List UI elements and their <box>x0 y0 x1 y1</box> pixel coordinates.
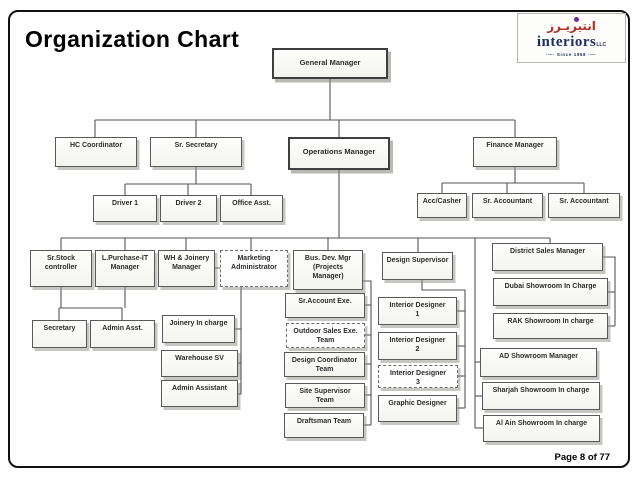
org-node-sr-account-exe: Sr.Account Exe. <box>285 293 365 318</box>
org-node-interior-designer-2: Interior Designer 2 <box>378 332 457 360</box>
org-node-interior-designer-1: Interior Designer 1 <box>378 297 457 325</box>
org-node-secretary: Secretary <box>32 320 87 348</box>
org-node-driver-1: Driver 1 <box>93 195 157 222</box>
org-node-admin-asst: Admin Asst. <box>90 320 155 348</box>
logo-dot-icon <box>573 17 579 22</box>
org-node-interior-designer-3: Interior Designer 3 <box>378 365 458 388</box>
logo-wordmark: interiors <box>536 33 597 50</box>
org-node-district-sales-manager: District Sales Manager <box>492 243 603 271</box>
logo-suffix: LLC <box>596 41 607 48</box>
org-node-design-coordinator-team: Design Coordinator Team <box>284 352 365 377</box>
org-node-dubai-showroom-in-charge: Dubai Showroom In Charge <box>493 278 608 306</box>
logo-wordmark-row: interiorsLLC <box>518 34 625 50</box>
logo-tagline: ·—· Since 1968 ·—· <box>545 51 598 57</box>
company-logo: انتيريـرز interiorsLLC ·—· Since 1968 ·—… <box>517 13 626 63</box>
org-node-wh-joinery-manager: WH & Joinery Manager <box>158 250 215 287</box>
org-node-sr-accountant-2: Sr. Accountant <box>548 193 620 218</box>
logo-arabic-wordmark: انتيريـرز <box>547 19 596 33</box>
org-node-sr-stock-controller: Sr.Stock controller <box>30 250 92 287</box>
org-node-ad-showroom-manager: AD Showroom Manager <box>480 348 597 377</box>
org-node-acc-casher: Acc/Casher <box>417 193 467 218</box>
org-node-admin-assistant: Admin Assistant <box>161 380 238 407</box>
org-node-warehouse-sv: Warehouse SV <box>161 350 238 377</box>
org-node-hc-coordinator: HC Coordinator <box>55 137 137 167</box>
page-title: Organization Chart <box>25 26 240 52</box>
org-connector-line <box>363 280 372 425</box>
org-node-al-ain-showroom-in-charge: Al Ain Showroom In charge <box>483 415 600 442</box>
org-node-l-purchase-it-manager: L.Purchase-IT Manager <box>95 250 155 287</box>
org-node-sharjah-showroom-in-charge: Sharjah Showroom In charge <box>482 382 600 410</box>
org-node-graphic-designer: Graphic Designer <box>378 395 457 422</box>
org-node-sr-secretary: Sr. Secretary <box>150 137 242 167</box>
org-node-office-asst: Office Asst. <box>220 195 283 222</box>
org-node-bus-dev-mgr: Bus. Dev. Mgr (Projects Manager) <box>293 250 363 290</box>
org-connector-line <box>421 280 466 408</box>
org-node-outdoor-sales-exe-team: Outdoor Sales Exe. Team <box>286 323 365 348</box>
org-connector-line <box>603 256 616 326</box>
org-node-design-supervisor: Design Supervisor <box>382 252 453 280</box>
org-node-sr-accountant-1: Sr. Accountant <box>472 193 543 218</box>
org-node-rak-showroom-in-charge: RAK Showroom In charge <box>493 313 608 339</box>
org-node-driver-2: Driver 2 <box>160 195 217 222</box>
org-node-finance-manager: Finance Manager <box>473 137 557 167</box>
org-node-joinery-in-charge: Joinery In charge <box>162 315 235 343</box>
org-node-operations-manager: Operations Manager <box>288 137 390 170</box>
org-node-site-supervisor-team: Site Supervisor Team <box>285 383 365 408</box>
org-node-general-manager: General Manager <box>272 48 388 79</box>
page-number: Page 8 of 77 <box>554 452 610 463</box>
org-node-draftsman-team: Draftsman Team <box>284 413 364 438</box>
org-node-marketing-administrator: Marketing Administrator <box>220 250 288 287</box>
